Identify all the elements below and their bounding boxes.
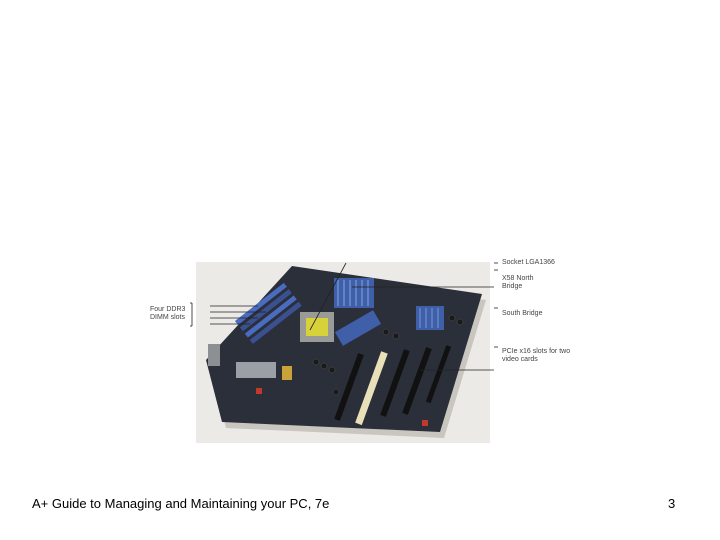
pcie-x16-slot — [402, 347, 432, 415]
callout-dimm-slots: Four DDR3 DIMM slots — [150, 306, 186, 321]
dimm-slot — [244, 295, 297, 338]
cpu-socket — [306, 318, 328, 336]
expansion-slots — [334, 345, 452, 426]
dimm-slot — [234, 282, 287, 325]
footer-title: A+ Guide to Managing and Maintaining you… — [32, 496, 330, 511]
callout-south-bridge: South Bridge — [502, 310, 543, 317]
callout-socket: Socket LGA1366 — [502, 259, 555, 266]
north-bridge-heatsink — [334, 278, 374, 308]
dimm-slots — [234, 282, 302, 344]
south-bridge-heatsink — [416, 306, 444, 330]
header — [256, 388, 262, 394]
front-panel-header — [422, 420, 428, 426]
callout-north-bridge: X58 North Bridge — [502, 275, 534, 290]
dimm-slot — [239, 289, 292, 332]
capacitors — [312, 314, 464, 396]
audio-ports — [282, 366, 292, 380]
page-number: 3 — [668, 496, 676, 511]
pcie-x16-slot — [380, 349, 410, 417]
pci-slot — [355, 351, 388, 426]
dimm-slot — [249, 301, 302, 344]
motherboard-photo — [196, 262, 490, 443]
rear-io-ports — [208, 344, 220, 366]
rear-io-block — [236, 362, 276, 378]
callout-pcie-slots: PCIe x16 slots for two video cards — [502, 348, 571, 363]
vrm-heatsink — [334, 310, 382, 346]
